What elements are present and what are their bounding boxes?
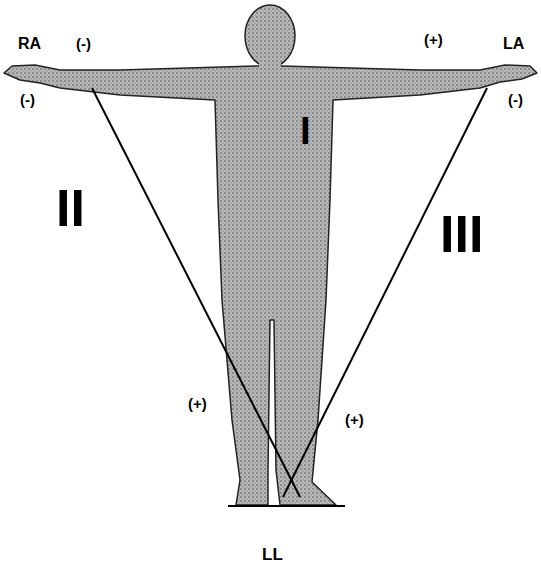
polarity-sign: (+) — [345, 412, 364, 427]
polarity-sign: (-) — [20, 92, 35, 107]
lead-ii-line — [92, 88, 300, 497]
polarity-sign: (-) — [76, 36, 91, 51]
lead-number: I — [300, 112, 311, 150]
lead-number: III — [440, 208, 483, 260]
lead-iii-line — [283, 88, 487, 497]
body-silhouette — [4, 5, 537, 505]
polarity-sign: (-) — [508, 92, 523, 107]
ground-line — [228, 505, 345, 507]
lead-number: II — [56, 182, 85, 234]
polarity-sign: (+) — [188, 396, 207, 411]
electrode-name: RA — [18, 36, 41, 52]
electrode-name: LL — [262, 546, 283, 563]
polarity-sign: (+) — [424, 32, 443, 47]
electrode-name: LA — [503, 36, 524, 52]
